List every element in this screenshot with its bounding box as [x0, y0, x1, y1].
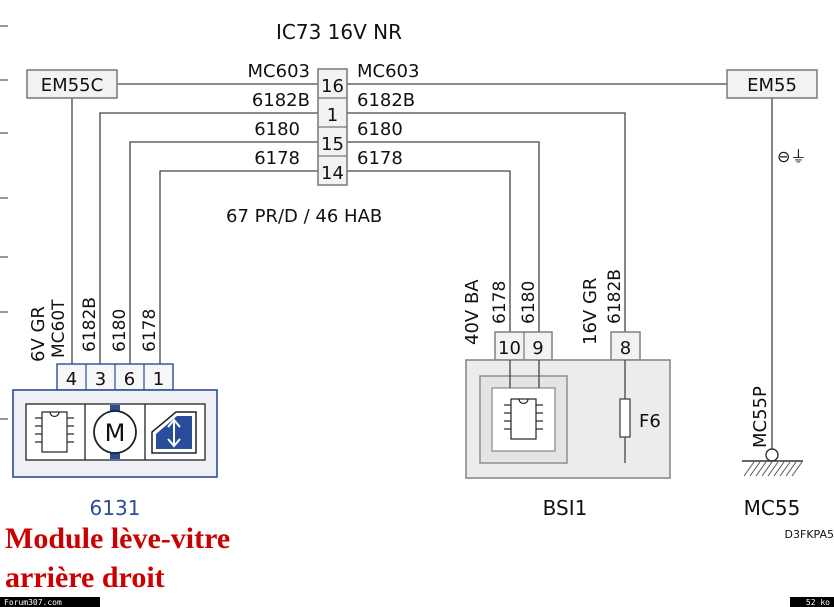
bsi-pins: 10 9 8: [494, 331, 641, 361]
connector-em55-label: EM55: [747, 75, 797, 96]
window-icon: [151, 411, 197, 454]
ic73-pin: 1: [327, 105, 338, 126]
bsi-name: BSI1: [543, 496, 588, 520]
bsi-module: F6: [465, 359, 671, 479]
wiring: [71, 83, 773, 450]
reference-code: D3FKPA5: [785, 528, 834, 541]
caption-line-1: Module lève-vitre: [5, 522, 230, 555]
wire-code-left: MC603: [248, 61, 310, 82]
ic73-pin: 14: [321, 163, 344, 184]
ecu-chip-icon: [35, 411, 74, 453]
footer-bar: Forum307.com 52 ko: [0, 597, 834, 607]
ground-point-mc55: MC55P MC55: [742, 386, 803, 520]
ic73-pin: 15: [321, 134, 344, 155]
module-6131-labels: 6V GR MC60T 6182B 6180 6178: [28, 297, 160, 362]
wire-code-right: 6180: [357, 119, 403, 140]
module-6131: M: [12, 389, 218, 478]
module-6131-pin: 3: [95, 369, 106, 390]
ground-wire-label: MC55P: [750, 386, 771, 448]
module-6131-wire-label: 6180: [110, 309, 130, 352]
module-6131-wire-label: 6178: [140, 309, 160, 352]
wire-code-left: 6182B: [252, 90, 310, 111]
module-6131-pin: 1: [153, 369, 164, 390]
wire-code-left: 6180: [254, 119, 300, 140]
ground-point-name: MC55: [744, 496, 801, 520]
bsi-wire-label: 6178: [490, 281, 510, 324]
bsi-pin: 10: [498, 338, 521, 359]
footer-right-text: 52 ko: [806, 598, 830, 607]
wire-code-right: 6178: [357, 148, 403, 169]
ground-icon: [765, 448, 779, 462]
bsi-wire-label: 6182B: [605, 269, 625, 324]
footer-left-text: Forum307.com: [4, 598, 62, 607]
module-6131-wire-label: MC60T: [49, 299, 69, 358]
ic73-pin-block: 16 1 15 14: [317, 68, 348, 186]
connector-em55: EM55: [726, 69, 818, 99]
bsi-labels: 40V BA 6178 6180 16V GR 6182B: [462, 269, 625, 345]
connector-em55c: EM55C: [26, 69, 118, 99]
margin-ticks: [0, 25, 8, 420]
svg-text:M: M: [105, 419, 126, 447]
caption-line-2: arrière droit: [5, 561, 165, 594]
wire-code-right: 6182B: [357, 90, 415, 111]
wire-code-left: 6178: [254, 148, 300, 169]
module-6131-connector-label: 6V GR: [28, 306, 49, 362]
ecu-chip-icon: [504, 398, 543, 440]
bsi-left-connector-label: 40V BA: [462, 279, 483, 345]
fuse-label: F6: [639, 411, 661, 432]
module-6131-pin: 4: [66, 369, 77, 390]
fuse-icon: [619, 398, 631, 438]
module-6131-wire-label: 6182B: [80, 297, 100, 352]
ic73-pin: 16: [321, 76, 344, 97]
motor-icon: M: [93, 405, 137, 459]
module-6131-pin: 6: [124, 369, 135, 390]
bsi-right-connector-label: 16V GR: [580, 278, 601, 345]
harness-label: 67 PR/D / 46 HAB: [226, 206, 382, 227]
connector-em55c-label: EM55C: [41, 75, 103, 96]
bsi-wire-label: 6180: [519, 281, 539, 324]
module-6131-pins: 4 3 6 1: [56, 363, 174, 391]
module-6131-name: 6131: [90, 496, 141, 520]
diagram-title: IC73 16V NR: [276, 20, 402, 44]
wire-codes: MC603 6182B 6180 6178 MC603 6182B 6180 6…: [248, 61, 420, 169]
ground-icon: ⊖⏚: [777, 147, 806, 166]
bsi-pin: 9: [532, 338, 543, 359]
wire-code-right: MC603: [357, 61, 419, 82]
bsi-pin: 8: [620, 338, 631, 359]
